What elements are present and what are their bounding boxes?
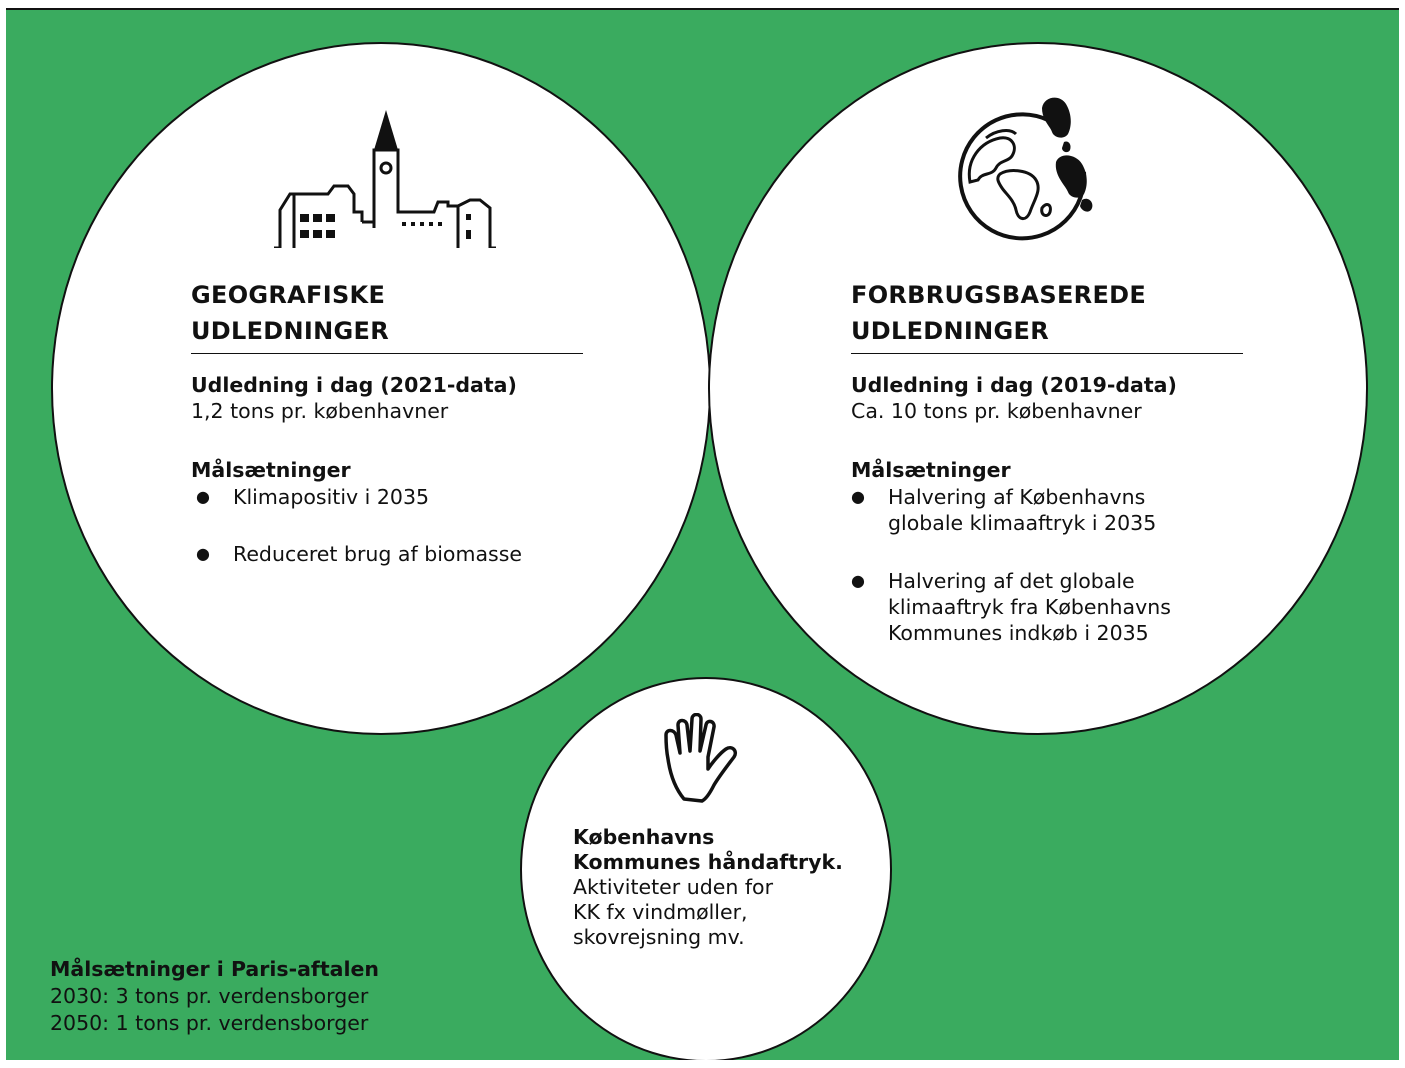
consumption-heading-line-2: UDLEDNINGER [851,317,1049,345]
bullet-icon: ● [196,487,210,506]
consumption-divider [851,353,1243,354]
bullet-icon: ● [851,571,865,590]
list-item: ● Halvering af Københavns globale klimaa… [851,484,1231,536]
paris-2030: 2030: 3 tons pr. verdensborger [50,984,369,1008]
bullet-icon: ● [851,487,865,506]
paris-title: Målsætninger i Paris-aftalen [50,957,380,981]
geographic-divider [191,353,583,354]
handprint-title-line-1: Københavns [573,825,715,849]
consumption-today-value: Ca. 10 tons pr. københavner [851,399,1142,423]
handprint-title-line-2: Kommunes håndaftryk. [573,850,843,874]
goal-text-line-2: globale klimaaftryk i 2035 [888,511,1157,535]
consumption-heading-line-1: FORBRUGSBASEREDE [851,281,1147,309]
geographic-goals-label: Målsætninger [191,458,351,482]
geographic-heading-line-2: UDLEDNINGER [191,317,389,345]
handprint-circle [520,677,892,1060]
goal-text-line-2: klimaaftryk fra Københavns [888,595,1171,619]
geographic-heading-line-1: GEOGRAFISKE [191,281,386,309]
goal-text: Klimapositiv i 2035 [233,485,430,509]
diagram-frame: GEOGRAFISKE UDLEDNINGER Udledning i dag … [6,8,1399,1060]
handprint-text-line-1: Aktiviteter uden for [573,875,774,899]
handprint-text-line-3: skovrejsning mv. [573,925,745,949]
handprint-text-line-2: KK fx vindmøller, [573,900,748,924]
hand-icon [664,713,738,803]
geographic-emissions-circle [51,42,711,735]
paris-2050: 2050: 1 tons pr. verdensborger [50,1011,369,1035]
globe-footprint-icon [958,97,1093,241]
goal-text-line-3: Kommunes indkøb i 2035 [888,621,1149,645]
goal-text: Reduceret brug af biomasse [233,542,522,566]
consumption-emissions-circle [708,42,1368,735]
geographic-today-value: 1,2 tons pr. københavner [191,399,449,423]
consumption-today-label: Udledning i dag (2019-data) [851,373,1177,397]
list-item: ● Halvering af det globale klimaaftryk f… [851,568,1231,646]
goal-text-line-1: Halvering af det globale [888,569,1135,593]
bullet-icon: ● [196,544,210,563]
town-skyline-icon [274,110,496,248]
consumption-goals-label: Målsætninger [851,458,1011,482]
geographic-today-label: Udledning i dag (2021-data) [191,373,517,397]
goal-text-line-1: Halvering af Københavns [888,485,1146,509]
